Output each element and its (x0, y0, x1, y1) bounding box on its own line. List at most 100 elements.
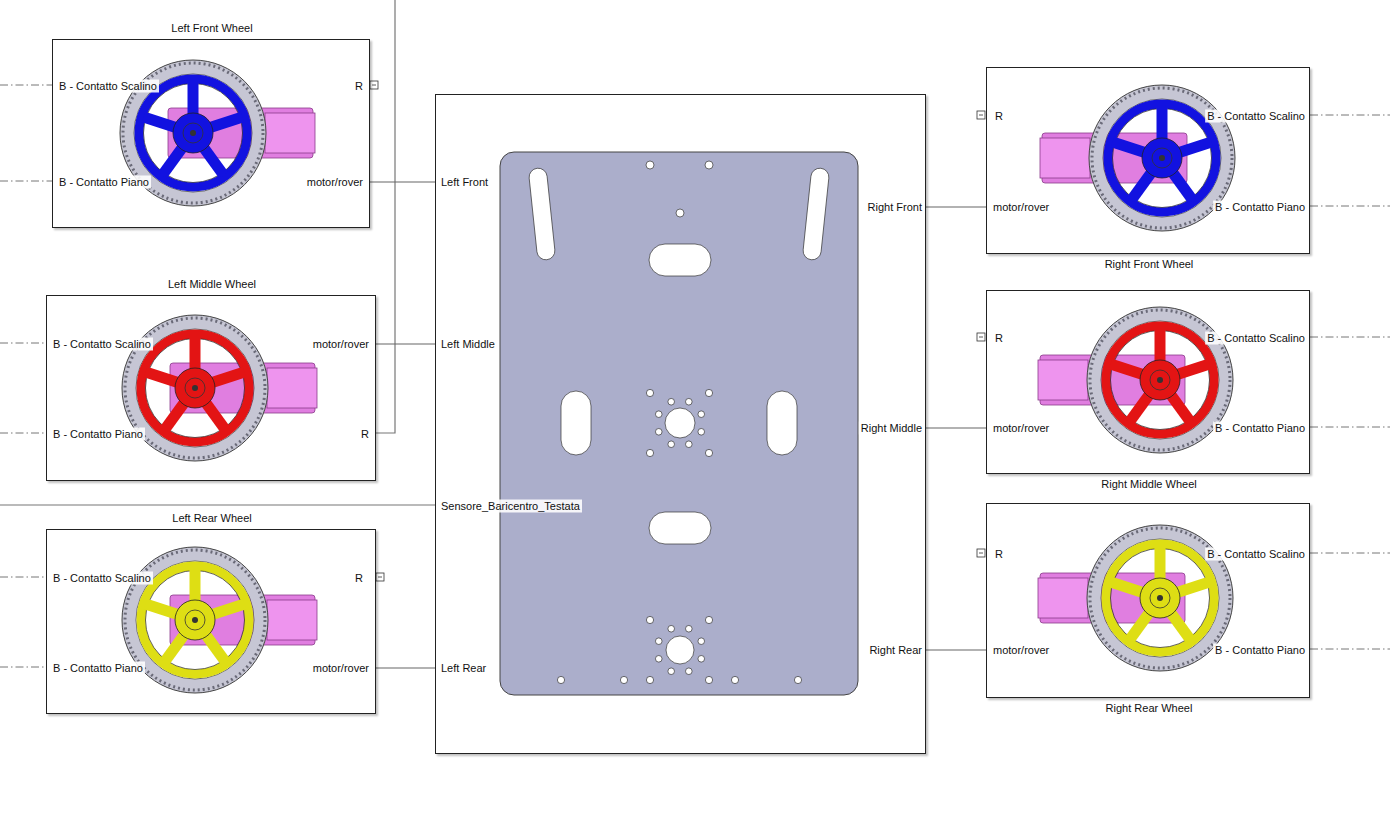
axle (1157, 377, 1163, 383)
connection-line (926, 206, 986, 207)
port-label: motor/rover (991, 422, 1051, 435)
signal-line (0, 504, 435, 505)
contact-line (1310, 649, 1390, 650)
connection-line (370, 181, 435, 182)
port-label: Left Rear (439, 662, 488, 675)
hole (705, 676, 712, 683)
block-title: Right Rear Wheel (1106, 702, 1193, 715)
hole (666, 636, 694, 664)
axle (190, 130, 196, 136)
wheel-illustration (1038, 525, 1233, 671)
port-label: B - Contatto Piano (51, 662, 145, 675)
hole (668, 625, 675, 632)
port-label: B - Contatto Piano (1213, 644, 1307, 657)
hole (668, 398, 675, 405)
port-label: R (993, 332, 1005, 345)
hole (557, 676, 564, 683)
wheel-illustration (1040, 85, 1235, 231)
connection-line (376, 343, 435, 344)
port-icon (376, 573, 384, 581)
contact-line (0, 667, 46, 668)
port-label: motor/rover (991, 201, 1051, 214)
block-title: Left Front Wheel (171, 22, 252, 35)
hole (731, 676, 738, 683)
port-label: Right Front (866, 201, 924, 214)
port-square (977, 111, 985, 119)
hole (655, 411, 662, 418)
hub (175, 368, 215, 408)
port-mark (979, 337, 983, 338)
hub-ring (185, 378, 205, 398)
axle (192, 385, 198, 391)
port-label: motor/rover (311, 662, 371, 675)
port-mark (372, 85, 376, 86)
wheel-block: Right Rear WheelRB - Contatto Scalinomot… (986, 503, 1310, 698)
port-label: R (353, 572, 365, 585)
tire-outline (1087, 307, 1233, 453)
port-square (370, 81, 378, 89)
hub-ring (1150, 588, 1170, 608)
contact-line (1310, 115, 1390, 116)
plate (500, 152, 858, 695)
motor-cap (267, 600, 317, 640)
port-label: B - Contatto Piano (57, 176, 151, 189)
hole (665, 408, 695, 438)
axle (1157, 595, 1163, 601)
hole (655, 429, 662, 436)
hole (705, 449, 712, 456)
hub-ring (185, 610, 205, 630)
contact-line (0, 343, 46, 344)
block-title: Left Rear Wheel (172, 512, 251, 525)
hole (686, 441, 693, 448)
hub (1140, 360, 1180, 400)
wheel-block: Left Rear WheelB - Contatto ScalinoRB - … (46, 529, 376, 714)
block-title: Right Front Wheel (1105, 258, 1194, 271)
port-icon (370, 81, 378, 89)
hole (646, 616, 653, 623)
wheel-block: Left Front WheelB - Contatto ScalinoRB -… (52, 39, 370, 228)
port-label: R (353, 80, 365, 93)
port-label: Left Middle (439, 338, 497, 351)
port-label: Left Front (439, 176, 490, 189)
tire-inner (1103, 99, 1221, 217)
hole (698, 429, 705, 436)
port-mark (378, 577, 382, 578)
hub-ring (1150, 370, 1170, 390)
port-label: B - Contatto Scalino (51, 572, 153, 585)
port-mark (979, 115, 983, 116)
rim (1106, 326, 1214, 434)
slot (649, 512, 711, 544)
port-label: B - Contatto Piano (1213, 422, 1307, 435)
hub-ring (183, 123, 203, 143)
motor-cap (267, 368, 317, 408)
hub (173, 113, 213, 153)
hub (1140, 578, 1180, 618)
port-label: B - Contatto Scalino (51, 338, 153, 351)
contact-line (0, 433, 46, 434)
block-title: Left Middle Wheel (168, 278, 256, 291)
connection-line (926, 427, 986, 428)
hole (668, 441, 675, 448)
wheel-block: Right Middle WheelRB - Contatto Scalinom… (986, 290, 1310, 474)
tire-inner (1101, 539, 1219, 657)
contact-line (0, 181, 52, 182)
hole (686, 668, 693, 675)
port-label: motor/rover (311, 338, 371, 351)
chassis-plate (500, 152, 858, 695)
axle (1159, 155, 1165, 161)
motor-cap (1040, 138, 1090, 178)
wheel-block: Left Middle WheelB - Contatto Scalinomot… (46, 295, 376, 481)
hub (1142, 138, 1182, 178)
port-icon (977, 333, 985, 341)
hole (668, 668, 675, 675)
port-label: B - Contatto Piano (51, 428, 145, 441)
rim (141, 334, 249, 442)
contact-line (0, 577, 46, 578)
port-mark (979, 553, 983, 554)
slot (767, 391, 797, 455)
motor-cap (1038, 360, 1088, 400)
contact-line (1310, 206, 1390, 207)
connection-line (926, 649, 986, 650)
